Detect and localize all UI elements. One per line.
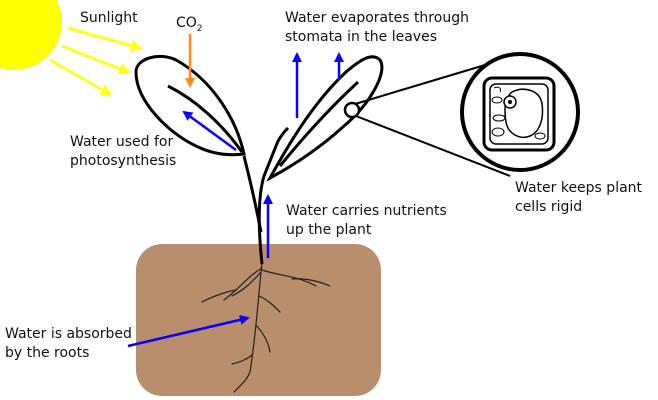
water-arrows: [127, 52, 344, 348]
chloroplast: [491, 96, 503, 104]
co2-label-main: CO: [176, 15, 197, 31]
sun-rays: [49, 26, 143, 96]
cell-organelle: [493, 86, 501, 93]
root: [233, 371, 251, 393]
plant-roots: [201, 261, 331, 393]
evaporation-label: Water evaporates through stomata in the …: [285, 9, 469, 47]
left-leaf-vein: [167, 84, 244, 153]
co2-label: CO2: [176, 14, 203, 39]
root: [255, 324, 271, 353]
root: [261, 269, 317, 287]
roots-label-line: Water is absorbed: [5, 326, 132, 342]
nutrients-label: Water carries nutrients up the plant: [286, 202, 447, 240]
roots-label: Water is absorbed by the roots: [5, 325, 132, 363]
co2-label-subscript: 2: [196, 23, 203, 34]
sun-ray: [67, 26, 143, 52]
plant-branch-left: [242, 155, 263, 233]
rigid-cells-label-line: cells rigid: [515, 199, 583, 215]
root: [231, 354, 253, 365]
water-arrow-photosynthesis: [182, 110, 237, 152]
roots-label-line: by the roots: [5, 345, 90, 361]
root: [249, 261, 263, 373]
cell-nucleolus: [508, 100, 512, 104]
zoom-line-bottom: [355, 115, 511, 177]
chloroplast: [492, 114, 506, 122]
nutrients-label-line: Water carries nutrients: [286, 203, 447, 219]
evaporation-label-line: stomata in the leaves: [285, 29, 437, 45]
water-arrow-roots: [127, 314, 250, 348]
root: [258, 295, 281, 313]
photosynthesis-label-line: photosynthesis: [70, 153, 177, 169]
nutrients-label-line: up the plant: [286, 222, 372, 238]
sun-ray: [49, 58, 113, 96]
plant-stem: [257, 126, 290, 265]
left-leaf: [134, 55, 246, 157]
root: [231, 271, 262, 297]
mitochondrion: [491, 127, 505, 137]
photosynthesis-label-line: Water used for: [70, 134, 174, 150]
sunlight-label: Sunlight: [80, 10, 138, 26]
stoma-marker: [343, 101, 361, 119]
zoom-line-top: [354, 61, 496, 105]
root: [223, 267, 263, 301]
evaporation-label-line: Water evaporates through: [285, 10, 469, 26]
root: [201, 289, 237, 303]
plant-cell-icon: [460, 52, 580, 172]
photosynthesis-label: Water used for photosynthesis: [70, 133, 176, 171]
rigid-cells-label-line: Water keeps plant: [515, 180, 643, 196]
rigid-cells-label: Water keeps plant cells rigid: [515, 179, 642, 217]
sun-icon: [0, 0, 62, 70]
soil-block: [136, 244, 381, 396]
chloroplast: [534, 132, 546, 140]
right-leaf-vein: [278, 80, 360, 167]
sun-ray: [61, 44, 131, 75]
root: [291, 278, 331, 287]
